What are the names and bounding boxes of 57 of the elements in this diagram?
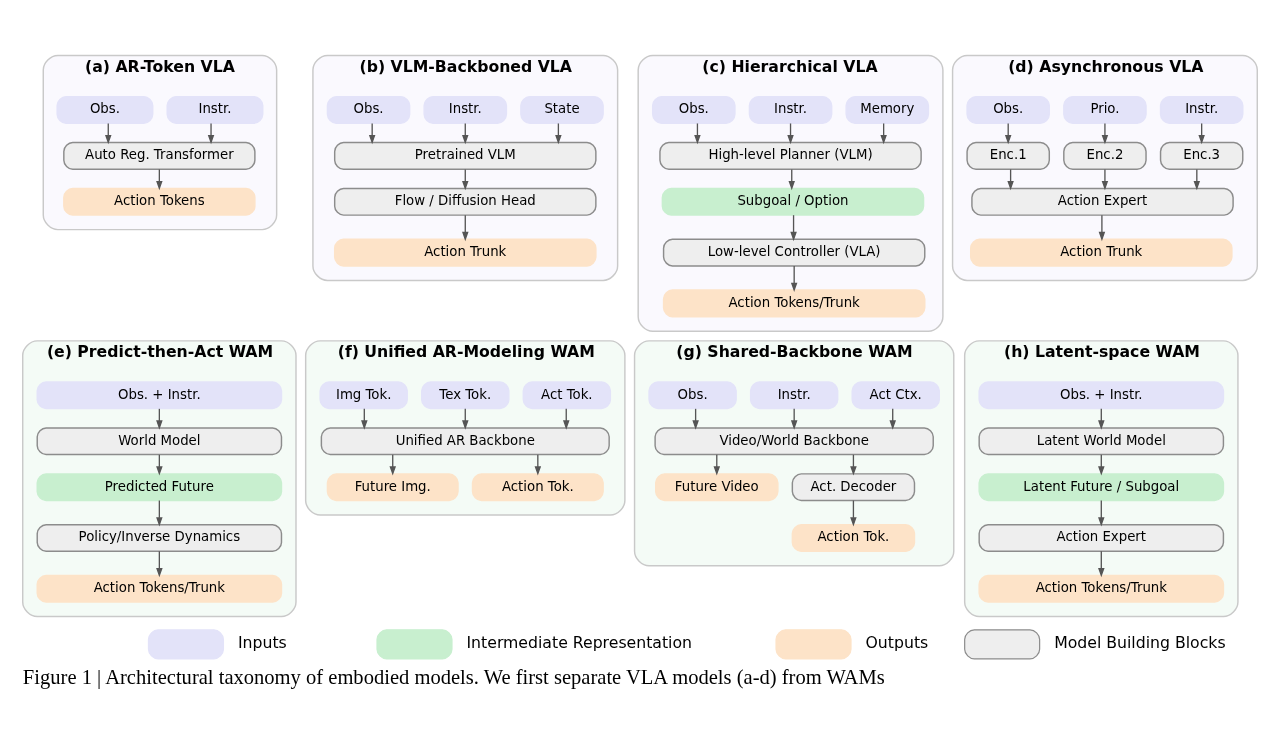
node-box: Obs. [651, 95, 736, 124]
node-box: World Model [36, 426, 283, 455]
node-box: Latent World Model [978, 426, 1225, 455]
node-box: Auto Reg. Transformer [63, 141, 256, 170]
node-box: Obs. + Instr. [978, 380, 1225, 409]
node-box: Instr. [423, 95, 508, 124]
node-box: Latent Future / Subgoal [978, 472, 1225, 501]
node-box: Action Tok. [791, 523, 916, 552]
node-box: Img Tok. [319, 380, 408, 409]
node-box: Instr. [749, 380, 839, 409]
arrow [1098, 214, 1106, 241]
node-box: Action Trunk [333, 238, 597, 267]
node-box: Unified AR Backbone [320, 426, 610, 455]
node-box: Subgoal / Option [661, 187, 925, 216]
node-box: Enc.1 [966, 141, 1051, 170]
node-box: Act Tok. [522, 380, 612, 409]
node-box: Video/World Backbone [654, 426, 934, 455]
node-box: Obs. + Instr. [36, 380, 283, 409]
node-box: Future Img. [326, 472, 459, 501]
node-box: Obs. [326, 95, 411, 124]
node-box: Action Tokens [63, 187, 256, 216]
legend-label: Model Building Blocks [1054, 632, 1226, 652]
legend-label: Outputs [865, 632, 929, 652]
node-box: Prio. [1063, 95, 1147, 124]
node-box: Enc.2 [1063, 141, 1147, 170]
arrow [1101, 122, 1109, 144]
node-box: Action Expert [978, 523, 1225, 552]
node-box: Enc.3 [1159, 141, 1244, 170]
node-box: Action Tok. [471, 472, 604, 501]
node-box: Instr. [748, 95, 833, 124]
node-box: Policy/Inverse Dynamics [36, 523, 283, 552]
node-box: Action Expert [971, 187, 1234, 216]
caption: Figure 1 | Architectural taxonomy of embodied models. We first separate VLA models (a-d) from WAMs [22, 665, 885, 688]
arrow [207, 122, 215, 144]
node-box: Instr. [1159, 95, 1244, 124]
node-box: Obs. [966, 95, 1051, 124]
legend-label: Intermediate Representation [466, 632, 693, 652]
node-box: High-level Planner (VLM) [659, 141, 922, 170]
node-box: Tex Tok. [421, 380, 510, 409]
node-box: Future Video [655, 472, 779, 501]
node-box: Action Tokens/Trunk [978, 574, 1225, 603]
node-box: Action Tokens/Trunk [662, 288, 926, 317]
node-box: Obs. [648, 380, 737, 409]
node-box: Act Ctx. [851, 380, 940, 409]
node-box: Action Tokens/Trunk [36, 574, 283, 603]
legend-label: Inputs [237, 632, 287, 652]
node-box: Memory [845, 95, 930, 124]
node-box: Obs. [56, 95, 154, 124]
node-box: Low-level Controller (VLA) [662, 238, 926, 267]
node-box: Act. Decoder [791, 472, 916, 501]
node-box: Flow / Diffusion Head [333, 187, 597, 216]
node-box: Predicted Future [36, 472, 283, 501]
node-box: Action Trunk [970, 238, 1233, 267]
node-box: Pretrained VLM [333, 141, 597, 170]
node-box: State [520, 95, 604, 124]
arrow [1101, 168, 1109, 190]
node-box: Instr. [166, 95, 264, 124]
